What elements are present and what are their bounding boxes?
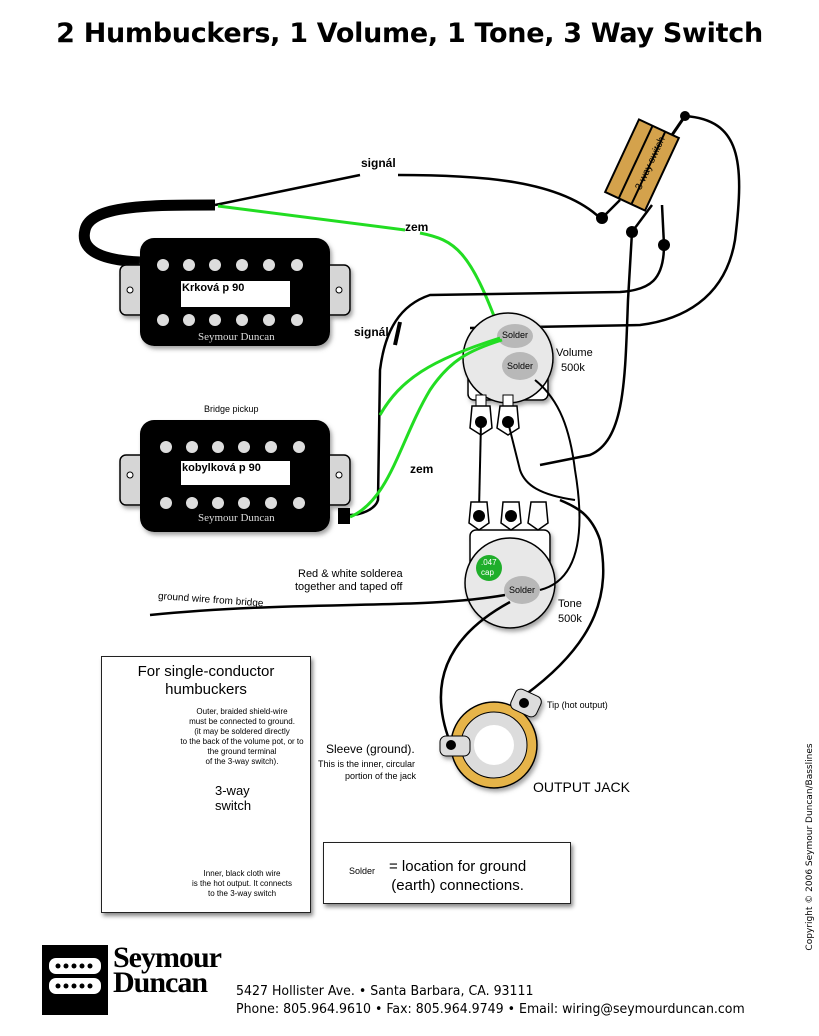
neck-ground-wire-2 <box>419 231 502 333</box>
volume-pot-name: Volume <box>556 347 593 359</box>
neck-pole-screws <box>157 259 303 326</box>
volume-solder-label-1: Solder <box>502 330 529 340</box>
output-jack-label: OUTPUT JACK <box>533 779 630 795</box>
tip-wire <box>524 498 605 697</box>
neck-pickup-label: Krková p 90 <box>181 281 290 307</box>
sleeve-wire <box>439 600 511 743</box>
switch-output-wire <box>469 114 741 330</box>
three-way-switch <box>603 118 681 212</box>
footer-contact: Phone: 805.964.9610 • Fax: 805.964.9749 … <box>236 1001 745 1017</box>
neck-signal-wire-2 <box>397 173 601 219</box>
neck-pickup-cable <box>78 199 216 268</box>
bridge-pickup-caption: Bridge pickup <box>204 404 259 414</box>
red-white-note-1: Red & white solderea <box>298 568 403 580</box>
volume-pot-value: 500k <box>561 362 585 374</box>
red-white-note-2: together and taped off <box>295 581 403 593</box>
legend-solder-label: Solder <box>349 866 376 876</box>
sleeve-label-2: This is the inner, circular <box>318 759 416 769</box>
volume-solder-label-2: Solder <box>507 361 534 371</box>
volume-solder-1 <box>497 324 533 348</box>
page-title: 2 Humbuckers, 1 Volume, 1 Tone, 3 Way Sw… <box>56 18 763 49</box>
cap-label: cap <box>481 568 494 577</box>
inset-title: For single-conductor humbuckers <box>137 663 275 698</box>
solder-legend: Solder = location for ground (earth) con… <box>323 842 571 904</box>
volume-solder-2 <box>502 352 538 380</box>
sleeve-label-3: portion of the jack <box>345 771 417 781</box>
tone-capacitor <box>476 555 502 581</box>
copyright-notice: Copyright © 2006 Seymour Duncan/Bassline… <box>805 743 815 951</box>
brand-name-2: Duncan <box>113 966 208 999</box>
switch-to-pickups-wire <box>349 244 666 517</box>
bridge-ground-wire <box>349 338 503 519</box>
ground-label-bridge: zem <box>410 462 434 476</box>
neck-pickup-brand: Seymour Duncan <box>198 331 275 343</box>
inset-switch-label: 3-way switch <box>215 783 252 813</box>
legend-text: = location for ground (earth) connection… <box>389 858 527 894</box>
single-conductor-inset: For single-conductor humbuckers Outer, b… <box>101 656 311 913</box>
tone-solder <box>504 576 540 604</box>
neck-signal-wire <box>214 173 361 207</box>
tip-label: Tip (hot output) <box>547 700 608 710</box>
brand-name-1: Seymour <box>113 941 222 974</box>
switch-common-wire <box>539 231 634 467</box>
tone-pot-value: 500k <box>558 613 582 625</box>
signal-label-top: signál <box>361 156 396 170</box>
bridge-pickup-brand: Seymour Duncan <box>198 512 275 524</box>
footer-address: 5427 Hollister Ave. • Santa Barbara, CA.… <box>236 983 534 999</box>
neck-ground-wire <box>217 204 406 232</box>
bridge-pickup-label: kobylková p 90 <box>181 461 290 485</box>
inner-wire-note: Inner, black cloth wire is the hot outpu… <box>191 869 293 898</box>
tone-solder-label: Solder <box>509 585 536 595</box>
tone-pot <box>464 529 556 629</box>
outer-shield-note: Outer, braided shield-wire must be conne… <box>180 707 304 766</box>
bridge-pole-screws <box>160 441 305 509</box>
signal-label-mid: signál <box>354 325 389 339</box>
ground-label-top: zem <box>405 220 429 234</box>
output-jack <box>439 688 542 789</box>
sleeve-label-1: Sleeve (ground). <box>326 742 415 756</box>
tone-pot-name: Tone <box>558 598 582 610</box>
cap-value: .047 <box>481 558 497 567</box>
